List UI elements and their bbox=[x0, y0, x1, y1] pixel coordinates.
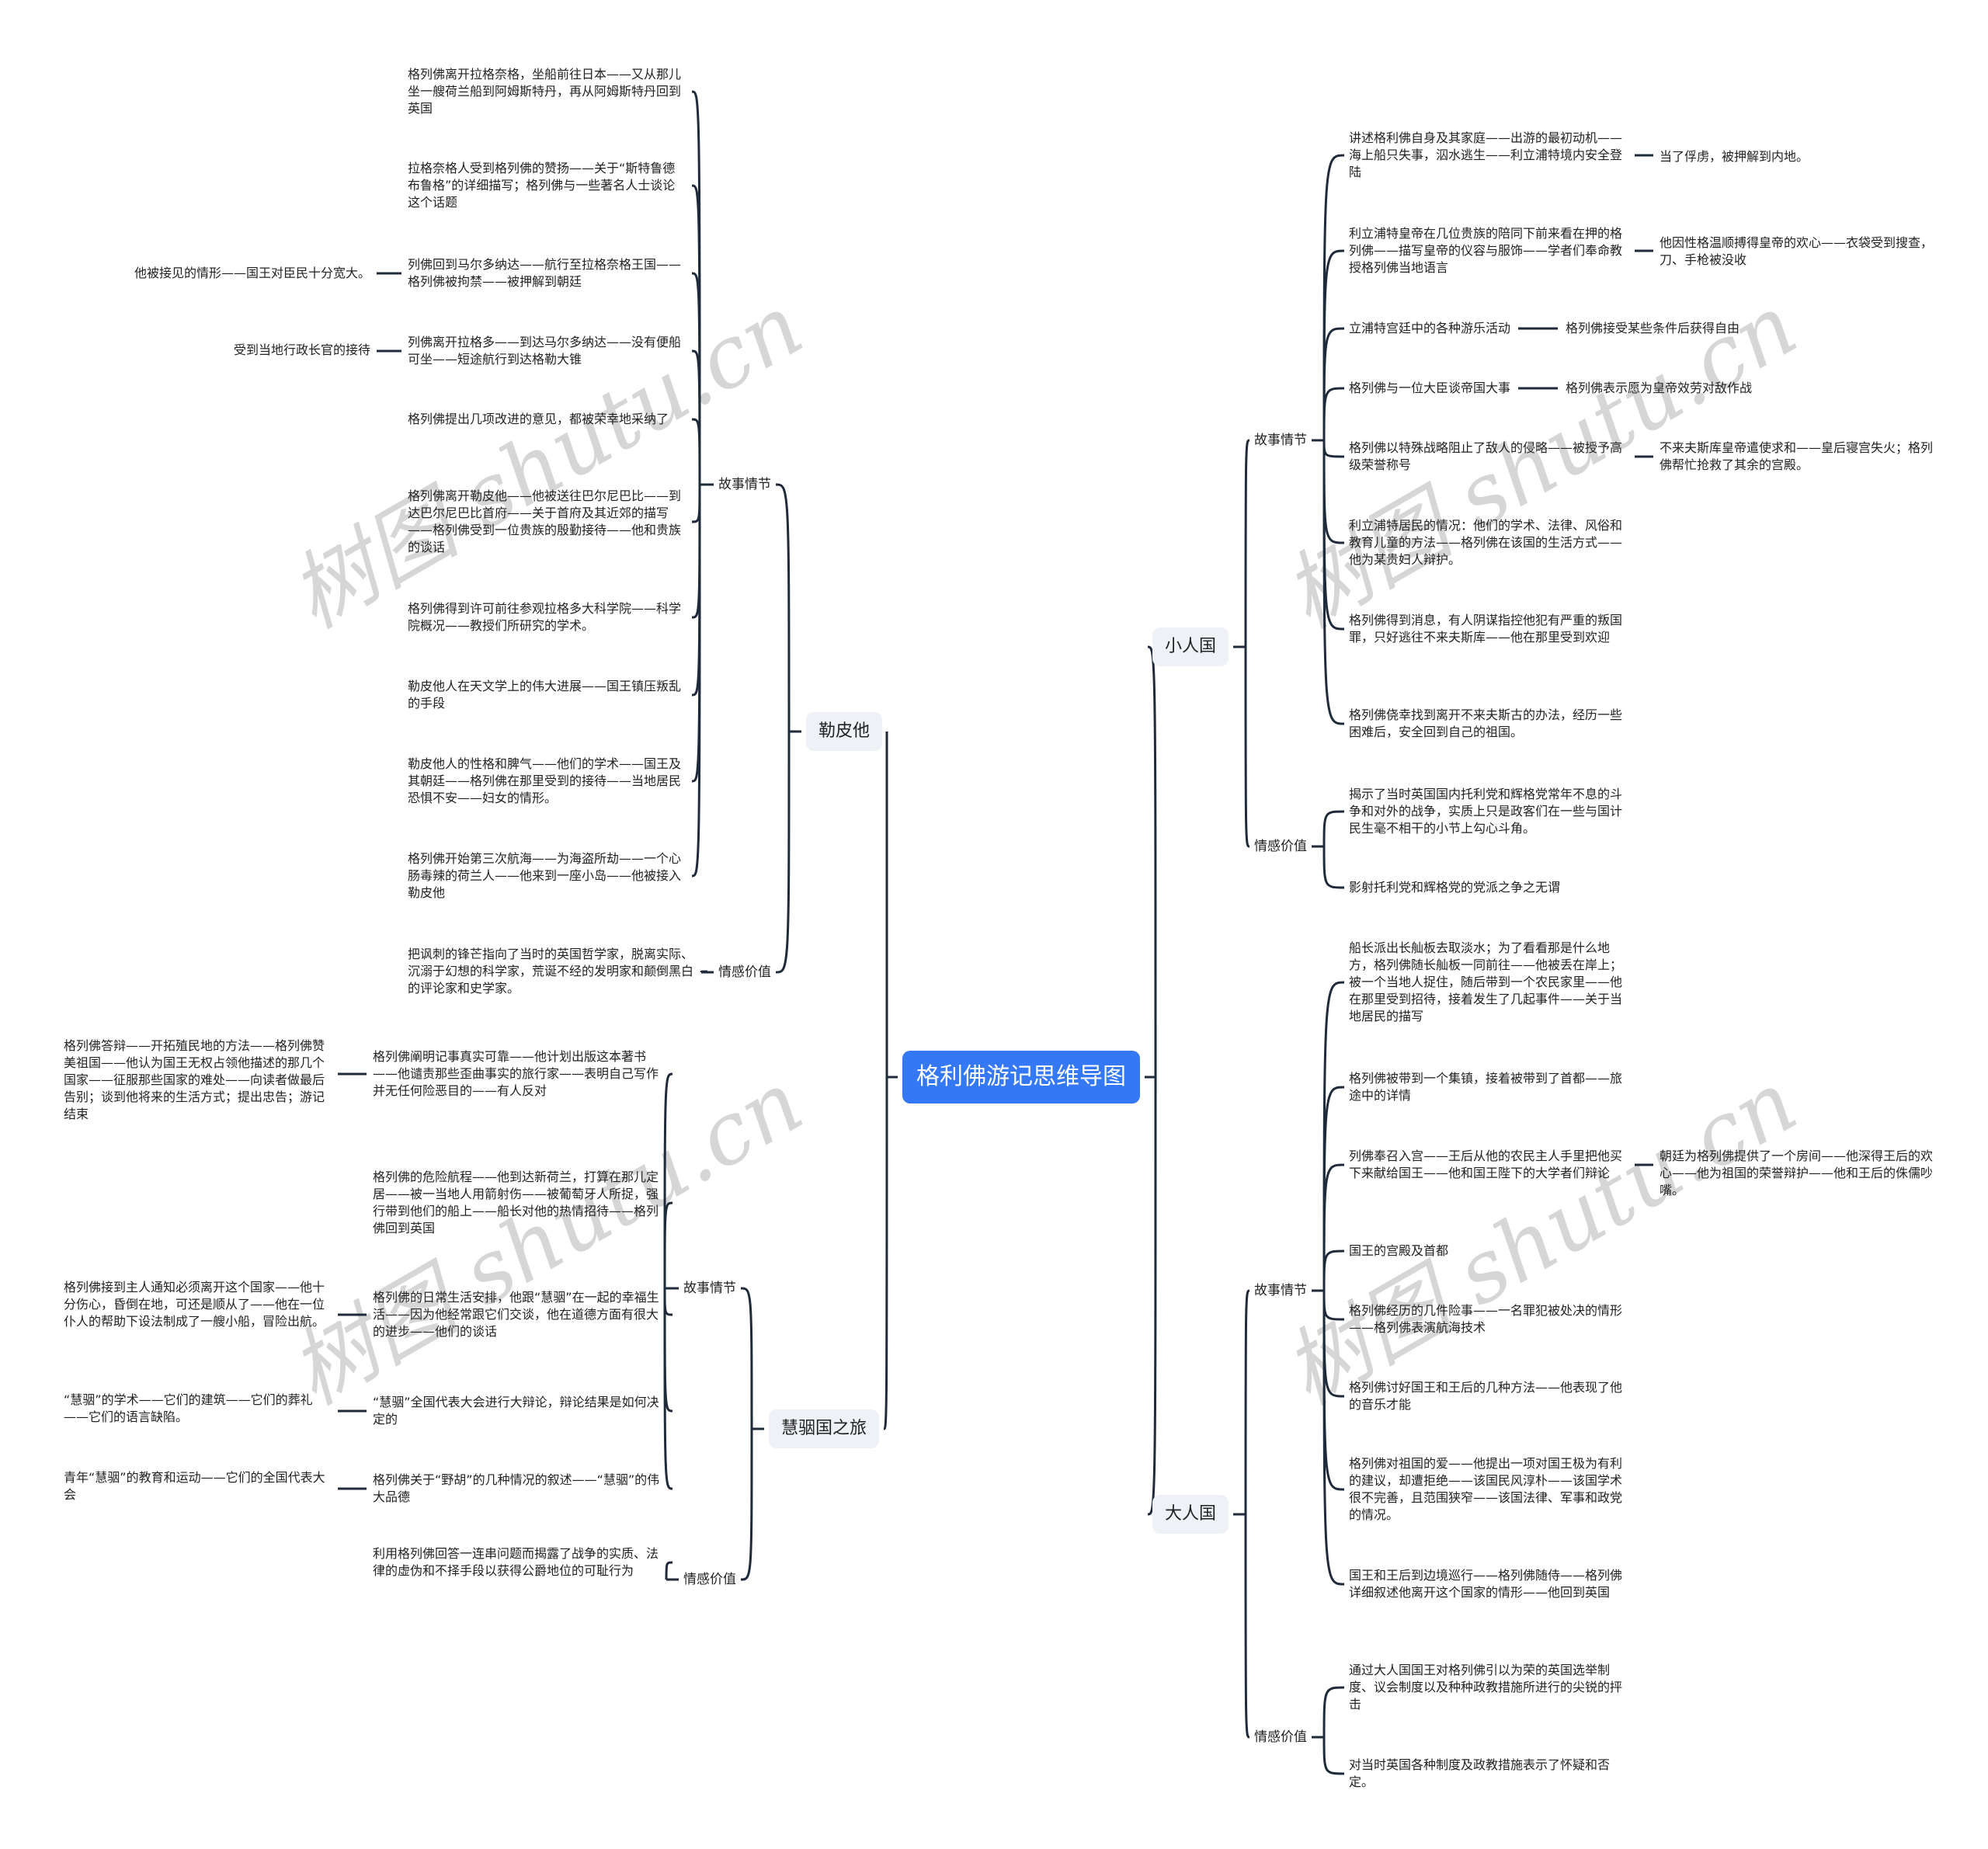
houyhnhnm-plot-subitem[interactable]: “慧骃”的学术——它们的建筑——它们的葬礼——它们的语言缺陷。 bbox=[64, 1392, 313, 1424]
connector bbox=[775, 731, 791, 974]
connector bbox=[1322, 154, 1345, 441]
connector bbox=[1147, 1076, 1157, 1516]
houyhnhnm-plot-subitem[interactable]: 格列佛接到主人通知必须离开这个国家——他十分伤心，昏倒在地，可还是顺从了——他在… bbox=[64, 1280, 325, 1329]
lapita-plot-item[interactable]: 格列佛离开勒皮他——他被送往巴尔尼巴比——到达巴尔尼巴比首府——关于首府及其近郊… bbox=[408, 488, 682, 554]
brobdingnag-value-label[interactable]: 情感价值 bbox=[1254, 1729, 1307, 1745]
root-topic[interactable]: 格利佛游记思维导图 bbox=[902, 1051, 1140, 1103]
lilliput-plot-item[interactable]: 利立浦特居民的情况：他们的学术、法律、风俗和教育儿童的方法——格列佛在该国的生活… bbox=[1349, 518, 1623, 567]
connector bbox=[1322, 981, 1345, 1291]
connector bbox=[1322, 1736, 1345, 1775]
brobdingnag-plot-item[interactable]: 格列佛经历的几件险事——一名罪犯被处决的情形——格列佛表演航海技术 bbox=[1349, 1303, 1623, 1335]
topic-houyhnhnm[interactable]: 慧骃国之旅 bbox=[769, 1409, 880, 1448]
connector bbox=[665, 1561, 673, 1580]
connector bbox=[1322, 1163, 1345, 1291]
brobdingnag-plot-label[interactable]: 故事情节 bbox=[1254, 1283, 1307, 1298]
lilliput-value-item[interactable]: 揭示了当时英国国内托利党和辉格党常年不息的斗争和对外的战争，实质上只是政客们在一… bbox=[1349, 787, 1623, 836]
connector bbox=[663, 1201, 673, 1289]
connector bbox=[1322, 1290, 1345, 1398]
lapita-value-item[interactable]: 把讽刺的锋芒指向了当时的英国哲学家，脱离实际、沉溺于幻想的科学家，荒诞不经的发明… bbox=[408, 947, 694, 996]
connector bbox=[1322, 1086, 1345, 1291]
lilliput-plot-subitem[interactable]: 格列佛表示愿为皇帝效劳对敌作战 bbox=[1566, 381, 1753, 395]
houyhnhnm-plot-item[interactable]: 格列佛的危险航程——他到达新荷兰，打算在那儿定居——被一当地人用箭射伤——被葡萄… bbox=[373, 1170, 659, 1236]
connector bbox=[1244, 1289, 1250, 1515]
houyhnhnm-plot-subitem[interactable]: 青年“慧骃”的教育和运动——它们的全国代表大会 bbox=[64, 1470, 325, 1502]
brobdingnag-value-item[interactable]: 对当时英国各种制度及政教措施表示了怀疑和否定。 bbox=[1349, 1757, 1611, 1789]
lapita-plot-item[interactable]: 列佛回到马尔多纳达——航行至拉格奈格王国——格列佛被拘禁——被押解到朝廷 bbox=[408, 257, 682, 289]
connector bbox=[691, 418, 701, 485]
connector bbox=[691, 484, 701, 878]
lapita-plot-item[interactable]: 格列佛开始第三次航海——为海盗所劫——一个心肠毒辣的荷兰人——他来到一座小岛——… bbox=[408, 851, 682, 900]
brobdingnag-plot-item[interactable]: 格列佛讨好国王和王后的几种方法——他表现了他的音乐才能 bbox=[1349, 1380, 1623, 1412]
lapita-plot-item[interactable]: 勒皮他人的性格和脾气——他们的学术——国王及其朝廷——格列佛在那里受到的接待——… bbox=[408, 756, 682, 805]
lilliput-plot-item[interactable]: 格列佛以特殊战略阻止了敌人的侵略——被授予高级荣誉称号 bbox=[1349, 440, 1623, 472]
connector bbox=[1322, 1290, 1345, 1586]
lilliput-plot-item[interactable]: 利立浦特皇帝在几位贵族的陪同下前来看在押的格列佛——描写皇帝的仪容与服饰——学者… bbox=[1349, 226, 1623, 275]
lilliput-plot-item[interactable]: 讲述格利佛自身及其家庭——出游的最初动机——海上船只失事，泅水逃生——利立浦特境… bbox=[1349, 130, 1623, 179]
lilliput-value-label[interactable]: 情感价值 bbox=[1254, 839, 1307, 854]
lilliput-plot-subitem[interactable]: 当了俘虏，被押解到内地。 bbox=[1660, 149, 1809, 164]
topic-lapita[interactable]: 勒皮他 bbox=[806, 712, 883, 751]
connector bbox=[883, 1076, 888, 1430]
lilliput-plot-item[interactable]: 格列佛与一位大臣谈帝国大事 bbox=[1349, 381, 1511, 395]
connector bbox=[1322, 440, 1345, 725]
houyhnhnm-value-label[interactable]: 情感价值 bbox=[683, 1572, 736, 1587]
lapita-plot-item[interactable]: 勒皮他人在天文学上的伟大进展——国王镇压叛乱的手段 bbox=[408, 679, 682, 711]
connector bbox=[775, 483, 791, 732]
brobdingnag-plot-item[interactable]: 格列佛对祖国的爱——他提出一项对国王极为有利的建议，却遭拒绝——该国民风淳朴——… bbox=[1349, 1456, 1623, 1522]
lapita-plot-label[interactable]: 故事情节 bbox=[718, 477, 771, 492]
connector bbox=[1322, 1290, 1345, 1321]
lapita-plot-item[interactable]: 列佛离开拉格多——到达马尔多纳达——没有便船可坐——短途航行到达格勒大锥 bbox=[408, 335, 682, 367]
connector bbox=[1244, 1514, 1250, 1739]
brobdingnag-plot-item[interactable]: 国王的宫殿及首都 bbox=[1349, 1243, 1449, 1258]
houyhnhnm-plot-item[interactable]: 格列佛阐明记事真实可靠——他计划出版这本著书——他谴责那些歪曲事实的旅行家——表… bbox=[373, 1049, 659, 1098]
brobdingnag-value-item[interactable]: 通过大人国国王对格列佛引以为荣的英国选举制度、议会制度以及种种政教措施所进行的尖… bbox=[1349, 1663, 1623, 1712]
lapita-plot-item[interactable]: 格列佛得到许可前往参观拉格多大科学院——科学院概况——教授们所研究的学术。 bbox=[408, 601, 682, 633]
lilliput-plot-label[interactable]: 故事情节 bbox=[1254, 433, 1307, 448]
houyhnhnm-plot-label[interactable]: 故事情节 bbox=[683, 1281, 736, 1296]
connector bbox=[700, 970, 708, 973]
houyhnhnm-plot-subitem[interactable]: 格列佛答辩——开拓殖民地的方法——格列佛赞美祖国——他认为国王无权占领他描述的那… bbox=[64, 1038, 325, 1121]
connector bbox=[740, 1428, 753, 1581]
lapita-plot-subitem[interactable]: 他被接见的情形——国王对臣民十分宽大。 bbox=[134, 266, 370, 280]
connector bbox=[1322, 1686, 1345, 1738]
lilliput-plot-item[interactable]: 格列佛侥幸找到离开不来夫斯古的办法，经历一些困难后，安全回到自己的祖国。 bbox=[1349, 707, 1623, 739]
connector bbox=[1322, 846, 1345, 889]
topic-brobdingnag[interactable]: 大人国 bbox=[1152, 1495, 1229, 1534]
lilliput-plot-subitem[interactable]: 他因性格温顺搏得皇帝的欢心——衣袋受到搜查，刀、手枪被没收 bbox=[1660, 235, 1934, 267]
lilliput-plot-item[interactable]: 立浦特宫廷中的各种游乐活动 bbox=[1349, 321, 1511, 335]
lapita-plot-item[interactable]: 格列佛提出几项改进的意见，都被荣幸地采纳了 bbox=[408, 412, 669, 426]
connector bbox=[1244, 646, 1250, 848]
brobdingnag-plot-item[interactable]: 国王和王后到边境巡行——格列佛随侍——格列佛详细叙述他离开这个国家的情形——他回… bbox=[1349, 1568, 1623, 1600]
lapita-plot-subitem[interactable]: 受到当地行政长官的接待 bbox=[233, 342, 370, 357]
brobdingnag-plot-item[interactable]: 船长派出长舢板去取淡水；为了看看那是什么地方，格列佛随长舢板一同前往——他被丢在… bbox=[1349, 940, 1623, 1024]
lilliput-plot-subitem[interactable]: 格列佛接受某些条件后获得自由 bbox=[1566, 321, 1740, 335]
lapita-plot-item[interactable]: 拉格奈格人受到格列佛的赞扬——关于“斯特鲁德布鲁格”的详细描写；格列佛与一些著名… bbox=[408, 161, 676, 210]
connector bbox=[1322, 387, 1345, 441]
lilliput-plot-subitem[interactable]: 不来夫斯库皇帝遣使求和——皇后寝宫失火；格列佛帮忙抢救了其余的宫殿。 bbox=[1660, 440, 1934, 472]
topic-lilliput[interactable]: 小人国 bbox=[1152, 627, 1229, 666]
houyhnhnm-plot-item[interactable]: 格列佛关于“野胡”的几种情况的叙述——“慧骃”的伟大品德 bbox=[373, 1472, 660, 1504]
connector bbox=[1322, 440, 1345, 458]
connector bbox=[740, 1287, 753, 1430]
brobdingnag-plot-item[interactable]: 列佛奉召入宫——王后从他的农民主人手里把他买下来献给国王——他和国王陛下的大学者… bbox=[1349, 1149, 1623, 1180]
brobdingnag-plot-subitem[interactable]: 朝廷为格列佛提供了一个房间——他深得王后的欢心——他为祖国的荣誉辩护——他和王后… bbox=[1660, 1149, 1934, 1197]
connector bbox=[1322, 810, 1345, 847]
brobdingnag-plot-item[interactable]: 格列佛被带到一个集镇，接着被带到了首都——旅途中的详情 bbox=[1349, 1071, 1623, 1103]
connector bbox=[1322, 1249, 1345, 1291]
connector bbox=[1322, 327, 1345, 441]
connector bbox=[663, 1288, 673, 1490]
lapita-value-label[interactable]: 情感价值 bbox=[718, 964, 771, 980]
lapita-plot-item[interactable]: 格列佛离开拉格奈格，坐船前往日本——又从那儿坐一艘荷兰船到阿姆斯特丹，再从阿姆斯… bbox=[408, 67, 682, 116]
houyhnhnm-value-item[interactable]: 利用格列佛回答一连串问题而揭露了战争的实质、法律的虚伪和不择手段以获得公爵地位的… bbox=[373, 1546, 659, 1578]
connector bbox=[1147, 645, 1157, 1078]
lilliput-value-item[interactable]: 影射托利党和辉格党的党派之争之无谓 bbox=[1349, 880, 1561, 895]
houyhnhnm-plot-item[interactable]: 格列佛的日常生活安排，他跟“慧骃”在一起的幸福生活——因为他经常跟它们交谈，他在… bbox=[373, 1290, 659, 1339]
houyhnhnm-plot-item[interactable]: “慧骃”全国代表大会进行大辩论，辩论结果是如何决定的 bbox=[373, 1395, 659, 1427]
lilliput-plot-item[interactable]: 格列佛得到消息，有人阴谋指控他犯有严重的叛国罪，只好逃往不来夫斯库——他在那里受… bbox=[1349, 613, 1623, 645]
connector bbox=[1244, 439, 1250, 648]
